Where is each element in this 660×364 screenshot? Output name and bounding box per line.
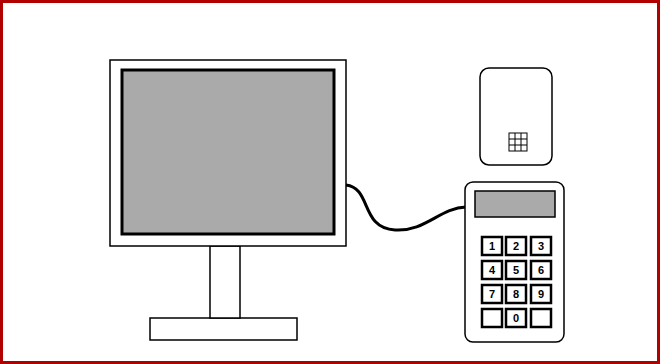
smart-card — [480, 68, 552, 165]
key-digit: 9 — [531, 285, 551, 303]
keypad-keys — [482, 237, 551, 327]
keypad-key — [531, 237, 551, 255]
key-digit: 1 — [482, 237, 502, 255]
keypad-key — [531, 261, 551, 279]
monitor-base — [150, 318, 297, 340]
keypad-key — [482, 309, 502, 327]
monitor-neck — [210, 246, 240, 318]
key-digit: 5 — [506, 261, 526, 279]
reader-display — [475, 191, 555, 217]
keypad-key — [506, 309, 526, 327]
key-digit: 4 — [482, 261, 502, 279]
keypad-key — [482, 261, 502, 279]
card-chip — [509, 133, 527, 151]
keypad-key — [531, 309, 551, 327]
cable — [346, 185, 466, 230]
card-reader — [465, 182, 564, 342]
key-digit: 0 — [506, 309, 526, 327]
key-digit: 8 — [506, 285, 526, 303]
keypad-key — [506, 285, 526, 303]
keypad-key — [531, 285, 551, 303]
key-digit: 3 — [531, 237, 551, 255]
key-digit: 7 — [482, 285, 502, 303]
monitor-screen — [122, 70, 334, 234]
keypad-key — [482, 237, 502, 255]
monitor-bezel — [110, 60, 346, 246]
key-digit: 2 — [506, 237, 526, 255]
keypad-key — [506, 261, 526, 279]
keypad-key — [482, 285, 502, 303]
keypad-key — [506, 237, 526, 255]
key-digit: 6 — [531, 261, 551, 279]
